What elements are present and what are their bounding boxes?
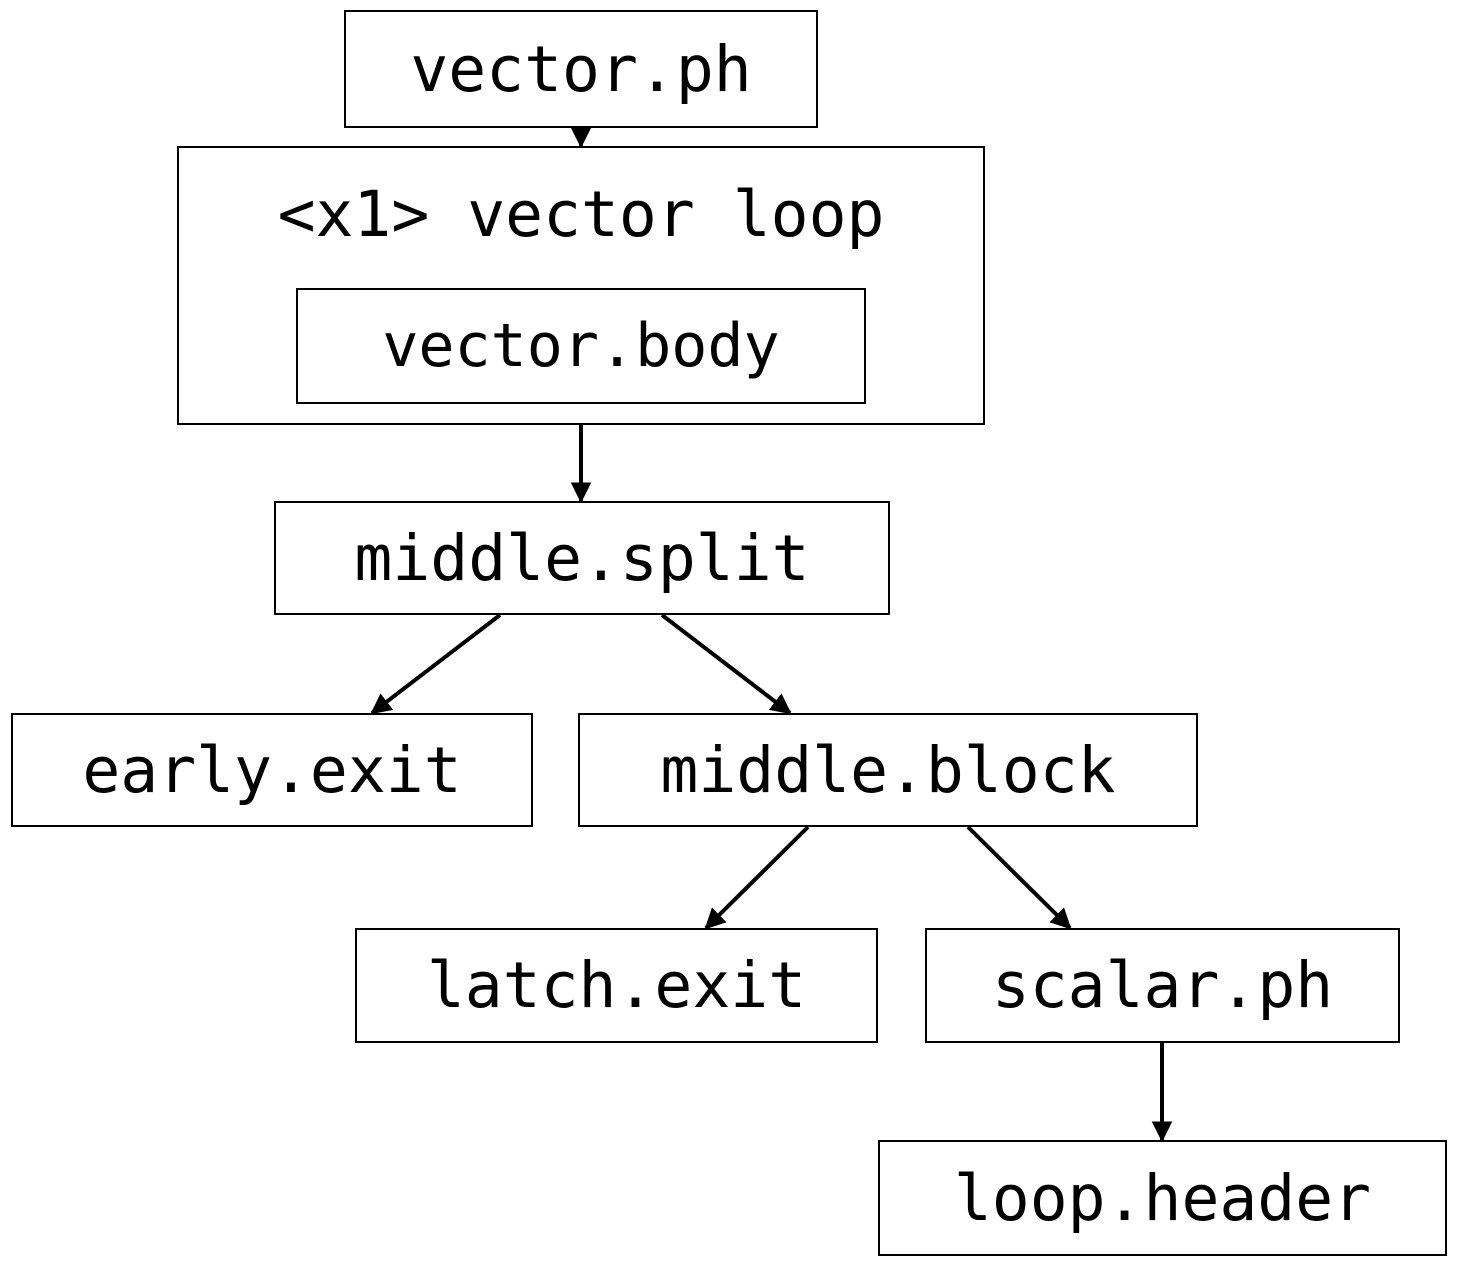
node-loop-header[interactable]: loop.header xyxy=(878,1140,1447,1256)
node-middle-block-label: middle.block xyxy=(660,733,1116,807)
node-vector-ph-label: vector.ph xyxy=(410,32,752,106)
edge-middle_split-to-early_exit xyxy=(370,613,502,715)
edge-middle_split-to-middle_block xyxy=(660,613,792,715)
node-loop-header-label: loop.header xyxy=(953,1161,1372,1235)
node-vector-ph[interactable]: vector.ph xyxy=(344,10,818,128)
node-vector-body-label: vector.body xyxy=(382,311,780,381)
node-early-exit-label: early.exit xyxy=(82,733,462,807)
node-vector-body[interactable]: vector.body xyxy=(296,288,866,404)
node-middle-block[interactable]: middle.block xyxy=(578,713,1198,827)
node-scalar-ph[interactable]: scalar.ph xyxy=(925,928,1400,1043)
node-middle-split-label: middle.split xyxy=(354,521,810,595)
cluster-vector-loop-label: <x1> vector loop xyxy=(277,178,885,251)
edge-group xyxy=(370,127,1173,1143)
node-early-exit[interactable]: early.exit xyxy=(11,713,533,827)
node-latch-exit[interactable]: latch.exit xyxy=(355,928,878,1043)
node-scalar-ph-label: scalar.ph xyxy=(991,949,1334,1022)
node-middle-split[interactable]: middle.split xyxy=(274,501,890,615)
node-latch-exit-label: latch.exit xyxy=(426,949,807,1022)
edge-middle_block-to-latch_exit xyxy=(704,825,810,930)
edge-middle_block-to-scalar_ph xyxy=(966,825,1072,930)
